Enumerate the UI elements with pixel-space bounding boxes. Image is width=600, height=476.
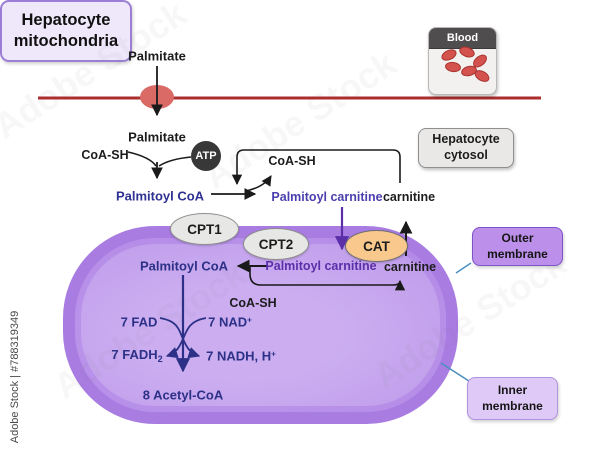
palmitoyl-carnitine-matrix-label: Palmitoyl carnitine <box>265 258 377 273</box>
cytosol-box-line2: cytosol <box>444 148 488 162</box>
carnitine-release-curve <box>249 266 406 291</box>
cpt2-label: CPT2 <box>258 236 294 252</box>
coa-sh-matrix-label: CoA-SH <box>229 295 277 310</box>
coa-sh-release-curve <box>245 175 272 192</box>
carnitine-input-bracket <box>231 149 401 186</box>
palmitoyl-coa-matrix-label: Palmitoyl CoA <box>139 258 229 274</box>
palmitate-cytosol-label: Palmitate <box>128 129 186 145</box>
cytosol-box-line1: Hepatocyte <box>432 132 500 147</box>
coa-sh-released-label: CoA-SH <box>268 153 316 168</box>
fad-label: 7 FAD <box>120 314 158 330</box>
mitochondria-callout-line2: mitochondria <box>13 32 119 50</box>
cat-enzyme: CAT <box>345 230 408 262</box>
nadh-label: 7 NADH, H+ <box>206 350 276 363</box>
fadh2-subscript: 2 <box>157 354 163 364</box>
red-blood-cell-icon <box>439 47 459 63</box>
palmitate-blood-label: Palmitate <box>128 48 186 64</box>
mitochondria-callout-line1: Hepatocyte <box>21 11 111 30</box>
coa-sh-input-label: CoA-SH <box>81 147 129 162</box>
nadh-superscript: + <box>271 349 276 359</box>
cpt1-label: CPT1 <box>187 221 222 237</box>
blood-box: Blood <box>428 27 497 95</box>
outer-membrane-connector <box>455 262 472 274</box>
hepatocyte-cytosol-box: Hepatocyte cytosol <box>418 128 514 168</box>
coa-sh-input-curve <box>127 151 157 167</box>
atp-label: ATP <box>195 150 217 162</box>
palmitoyl-carnitine-cytosol-label: Palmitoyl carnitine <box>271 189 383 204</box>
fadh2-base: 7 FADH <box>111 347 158 362</box>
cat-label: CAT <box>363 238 390 254</box>
atp-badge: ATP <box>191 141 221 171</box>
nad-base: 7 NAD <box>208 314 248 330</box>
cpt1-enzyme: CPT1 <box>170 213 239 245</box>
inner-membrane-line1: Inner <box>497 382 528 397</box>
nad-superscript: + <box>247 315 252 325</box>
blood-title: Blood <box>446 32 479 44</box>
inner-membrane-line2: membrane <box>482 398 543 413</box>
acetyl-coa-label: 8 Acetyl-CoA <box>142 387 224 403</box>
red-blood-cell-icon <box>444 60 462 74</box>
inner-membrane-callout: Inner membrane <box>467 377 558 420</box>
fadh2-label: 7 FADH2 <box>111 348 162 364</box>
inner-membrane-connector <box>440 362 473 384</box>
red-blood-cell-icon <box>472 67 492 85</box>
outer-membrane-callout: Outer membrane <box>472 227 563 266</box>
stock-id-watermark: Adobe Stock | #788319349 <box>9 310 21 444</box>
nad-fadh2-curve <box>165 317 207 359</box>
outer-membrane-line2: membrane <box>487 246 548 261</box>
carnitine-matrix-label: carnitine <box>383 259 437 274</box>
palmitoyl-coa-cytosol-label: Palmitoyl CoA <box>115 188 205 204</box>
hepatocyte-mitochondria-callout: Hepatocyte mitochondria <box>0 0 132 62</box>
nad-label: 7 NAD+ <box>208 316 252 329</box>
cpt2-enzyme: CPT2 <box>243 228 309 260</box>
atp-input-curve <box>158 156 192 167</box>
carnitine-cytosol-label: carnitine <box>382 189 436 204</box>
outer-membrane-line1: Outer <box>501 230 534 245</box>
nadh-base: 7 NADH, H <box>206 348 272 364</box>
